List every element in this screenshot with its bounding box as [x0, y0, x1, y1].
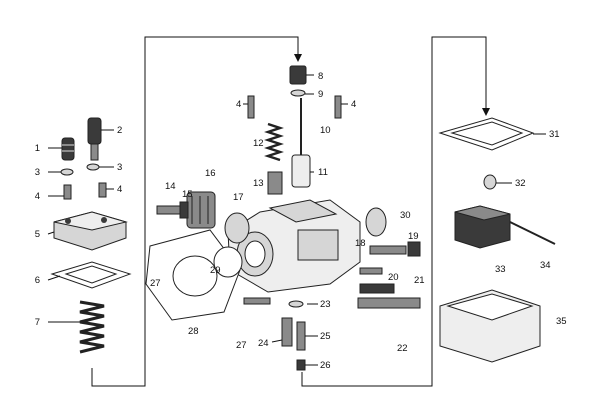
part-32-seal [483, 174, 497, 190]
part-5-top-cover [53, 211, 128, 251]
callout-3-left: 3 [35, 167, 40, 178]
part-16-valve-assembly [186, 191, 216, 229]
callout-15: 15 [182, 189, 193, 200]
slide-assembly [247, 65, 342, 195]
callout-4-top-left: 4 [236, 99, 241, 110]
part-13-holder [267, 171, 283, 195]
callout-33: 33 [495, 264, 506, 275]
callout-25: 25 [320, 331, 331, 342]
callout-27-bottom: 27 [236, 340, 247, 351]
callout-16: 16 [205, 168, 216, 179]
callout-4-left: 4 [35, 191, 40, 202]
carburetor-body [145, 191, 421, 371]
part-30-cover [365, 207, 387, 237]
callout-9: 9 [318, 89, 323, 100]
part-25-needle-jet [296, 321, 306, 351]
callout-24: 24 [258, 338, 269, 349]
callout-17: 17 [233, 192, 244, 203]
part-3-washer-right [86, 163, 100, 171]
part-20-screw [359, 267, 383, 275]
callout-28: 28 [188, 326, 199, 337]
part-19-nut [407, 241, 421, 257]
cover-assembly [50, 117, 132, 354]
callout-27-left: 27 [150, 278, 161, 289]
callout-5: 5 [35, 229, 40, 240]
part-12-spring [264, 122, 284, 162]
part-18-fitting [369, 245, 407, 255]
callout-21: 21 [414, 275, 425, 286]
part-35-float-bowl [439, 289, 541, 363]
part-22-pilot-screw [357, 297, 421, 309]
part-9-washer [290, 89, 306, 97]
part-29-o-ring [213, 246, 243, 278]
part-14-screw [156, 205, 184, 215]
part-4-screw-left [63, 184, 72, 200]
part-4-screw-top [247, 95, 255, 119]
callout-29: 29 [210, 265, 221, 276]
callout-23: 23 [320, 299, 331, 310]
part-26-main-jet [296, 359, 306, 371]
part-21-adjuster [359, 283, 395, 294]
callout-1: 1 [35, 143, 40, 154]
callout-7: 7 [35, 317, 40, 328]
leader-lines [47, 74, 546, 366]
callout-19: 19 [408, 231, 419, 242]
callout-8: 8 [318, 71, 323, 82]
callout-11: 11 [318, 167, 328, 178]
part-15-nut [179, 201, 189, 219]
callout-labels: 1 2 3 3 4 4 4 4 5 6 7 8 9 10 11 12 13 14… [35, 71, 567, 371]
part-8-cap [289, 65, 307, 85]
callout-4-top-right: 4 [351, 99, 356, 110]
callout-26: 26 [320, 360, 331, 371]
part-27-screw-b [243, 297, 271, 305]
callout-32: 32 [515, 178, 526, 189]
callout-20: 20 [388, 272, 399, 283]
part-4-screw-right [98, 182, 107, 198]
callout-13: 13 [253, 178, 264, 189]
part-3-washer-left [60, 168, 74, 176]
assembly-connector-lines [91, 36, 490, 387]
connector-bottom-to-right [301, 36, 490, 387]
part-11-slide [291, 154, 311, 188]
callout-18: 18 [355, 238, 366, 249]
callout-31: 31 [549, 129, 560, 140]
callout-22: 22 [397, 343, 408, 354]
part-2-adjuster-screw [87, 117, 102, 161]
part-4-screw-top-right [334, 95, 342, 119]
callout-14: 14 [165, 181, 176, 192]
part-6-gasket [50, 261, 132, 289]
part-23-washer [288, 300, 304, 308]
part-34-pin [509, 221, 556, 245]
callout-2: 2 [117, 125, 122, 136]
connector-left-to-top [91, 36, 302, 387]
part-33-float [454, 205, 511, 249]
callout-4-right: 4 [117, 184, 122, 195]
callout-10: 10 [320, 125, 331, 136]
part-17-filter [224, 212, 250, 244]
callout-12: 12 [253, 138, 264, 149]
callout-30: 30 [400, 210, 411, 221]
callout-34: 34 [540, 260, 551, 271]
callout-3-right: 3 [117, 162, 122, 173]
callout-6: 6 [35, 275, 40, 286]
part-1-adjuster-screw [61, 137, 75, 161]
callout-35: 35 [556, 316, 567, 327]
float-chamber-assembly [438, 117, 556, 363]
part-24-jet [281, 317, 293, 347]
part-7-spring [79, 300, 105, 354]
